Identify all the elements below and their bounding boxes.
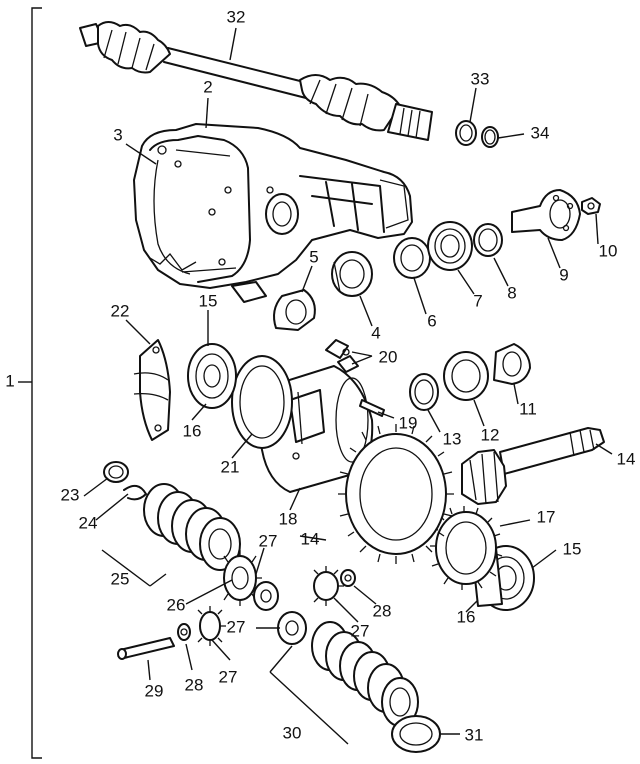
differential-carrier: [133, 123, 413, 303]
pinion-washer-left: [177, 623, 191, 641]
ring-gear: [430, 506, 503, 590]
callout-18: 18: [279, 509, 298, 528]
side-seal-left: [273, 289, 316, 331]
callout-32: 32: [227, 7, 246, 26]
callout-13: 13: [443, 429, 462, 448]
callout-34: 34: [531, 123, 550, 142]
callout-11: 11: [519, 399, 537, 418]
side-seal-right: [331, 251, 373, 297]
pinion-spacer: [473, 223, 503, 257]
callout-27-right: 27: [351, 621, 370, 640]
side-gear-left: [223, 550, 262, 606]
callout-27-mid: 27: [227, 617, 246, 636]
callout-29: 29: [145, 681, 164, 700]
callout-15-right: 15: [563, 539, 582, 558]
end-ring: [391, 715, 441, 753]
pinion-gear-upper: [253, 581, 279, 611]
case-ring: [231, 355, 293, 449]
pinion-bearing-outer: [427, 221, 473, 271]
rear-pinion-bearing: [443, 351, 489, 401]
callout-6: 6: [427, 311, 436, 330]
callout-31: 31: [465, 725, 484, 744]
callout-12: 12: [481, 425, 500, 444]
callout-3: 3: [113, 125, 122, 144]
callout-27-top: 27: [259, 531, 278, 550]
side-bearing-left: [187, 343, 237, 409]
callout-28-left: 28: [185, 675, 204, 694]
final-ring-gear: [338, 424, 454, 564]
callout-7: 7: [473, 291, 482, 310]
lock-clips: [325, 339, 359, 373]
callout-25: 25: [111, 569, 130, 588]
clutch-plate-stack: [143, 483, 241, 571]
side-gear-right: [313, 566, 344, 606]
flange-nut: [581, 197, 601, 215]
callout-19: 19: [399, 413, 418, 432]
pinion-gear-small: [197, 606, 226, 646]
callout-30: 30: [283, 723, 302, 742]
callout-20: 20: [379, 347, 398, 366]
callout-33: 33: [471, 69, 490, 88]
callout-14-ring: 14: [301, 529, 320, 548]
pinion-seal: [393, 237, 431, 279]
callout-28-right: 28: [373, 601, 392, 620]
callout-26: 26: [167, 595, 186, 614]
callout-16-left: 16: [183, 421, 202, 440]
callout-8: 8: [507, 283, 516, 302]
pinion-gear-lower: [277, 611, 307, 645]
callout-labels: 1 2 3 4 5 6 7 8 9 10 11 12 13 14 14 15 1…: [5, 7, 635, 744]
callout-27-bottom: 27: [219, 667, 238, 686]
pinion-shaft-pin: [117, 637, 175, 660]
callout-15-left: 15: [199, 291, 218, 310]
callout-10: 10: [599, 241, 618, 260]
pinion-washer-right: [340, 569, 356, 587]
callout-5: 5: [309, 247, 318, 266]
shaft-rings: [455, 120, 499, 148]
callout-4: 4: [371, 323, 380, 342]
companion-flange: [511, 189, 581, 241]
assembly-bracket: [18, 7, 42, 759]
callout-16-right: 16: [457, 607, 476, 626]
drive-shaft: [79, 21, 433, 141]
callout-9: 9: [559, 265, 568, 284]
callout-17: 17: [537, 507, 556, 526]
rear-bearing-cup: [493, 343, 531, 385]
callout-23: 23: [61, 485, 80, 504]
pinion-shim: [409, 373, 439, 411]
callout-1: 1: [5, 371, 14, 390]
thrust-washer: [103, 461, 129, 483]
bearing-cap: [133, 339, 171, 441]
callout-22: 22: [111, 301, 130, 320]
callout-14-pinion: 14: [617, 449, 636, 468]
drive-pinion-shaft: [461, 427, 605, 505]
callout-21: 21: [221, 457, 240, 476]
leader-lines: [83, 27, 613, 745]
retaining-clip: [123, 484, 147, 501]
callout-2: 2: [203, 77, 212, 96]
callout-24: 24: [79, 513, 98, 532]
clutch-plate-stack-right: [311, 621, 419, 727]
